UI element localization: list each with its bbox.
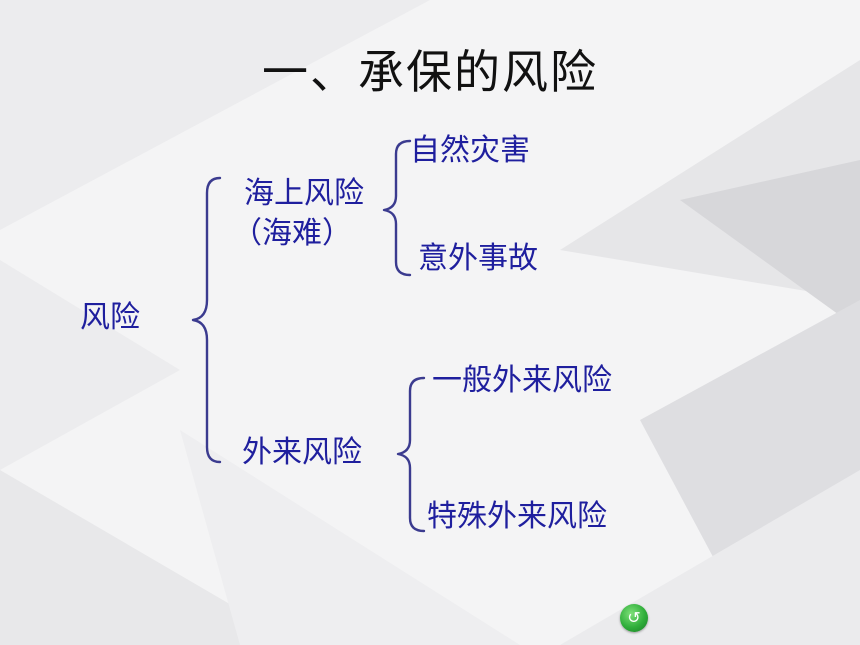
natural-disaster-label: 自然灾害 xyxy=(410,133,530,168)
accident-label: 意外事故 xyxy=(418,241,538,276)
maritime-risk-sublabel: （海难） xyxy=(232,216,352,251)
root-brace xyxy=(191,176,222,464)
return-icon: ↺ xyxy=(627,608,641,627)
external-brace xyxy=(396,376,426,533)
slide-title: 一、承保的风险 xyxy=(262,45,598,99)
maritime-brace xyxy=(382,139,412,277)
return-button[interactable]: ↺ xyxy=(620,604,648,632)
external-risk-label: 外来风险 xyxy=(242,435,362,470)
root-label: 风险 xyxy=(80,300,140,335)
general-external-risk-label: 一般外来风险 xyxy=(432,363,612,398)
special-external-risk-label: 特殊外来风险 xyxy=(427,499,607,534)
maritime-risk-label: 海上风险 xyxy=(244,176,364,211)
